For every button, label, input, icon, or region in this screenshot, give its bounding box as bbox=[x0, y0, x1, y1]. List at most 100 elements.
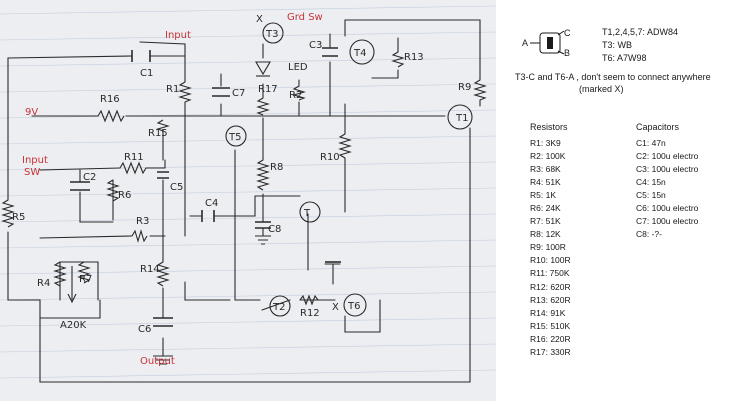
capacitor-value: C8: -?- bbox=[636, 229, 662, 240]
resistor-value: R5: 1K bbox=[530, 190, 556, 201]
transistor-t6 bbox=[343, 293, 367, 317]
capacitor-c4 bbox=[201, 210, 215, 222]
resistor-r11 bbox=[119, 161, 147, 175]
capacitors-heading: Capacitors bbox=[636, 122, 680, 132]
label-t3: T3 bbox=[265, 29, 278, 40]
wires bbox=[7, 19, 481, 383]
capacitor-value: C3: 100u electro bbox=[636, 164, 699, 175]
capacitor-value: C5: 15n bbox=[636, 190, 666, 201]
pin-b-label: B bbox=[564, 48, 570, 56]
resistor-r15 bbox=[156, 119, 170, 132]
label-input: Input bbox=[165, 30, 191, 41]
label-c4: C4 bbox=[205, 198, 218, 209]
label-c5: C5 bbox=[170, 182, 183, 193]
label-t7: T bbox=[303, 208, 311, 219]
label-c6: C6 bbox=[138, 324, 151, 335]
capacitor-symbols bbox=[70, 47, 341, 327]
label-led: LED bbox=[288, 62, 308, 73]
resistor-symbols bbox=[1, 51, 487, 306]
label-r11: R11 bbox=[124, 152, 144, 163]
label-r1: R1 bbox=[166, 84, 179, 95]
resistor-value: R9: 100R bbox=[530, 242, 566, 253]
label-c1: C1 bbox=[140, 68, 153, 79]
disconnect-note-line2: (marked X) bbox=[579, 84, 624, 94]
label-r13: R13 bbox=[404, 52, 424, 63]
resistor-r12 bbox=[299, 294, 319, 306]
component-labels: C1 C2 C3 C4 C5 C6 C7 C8 R1 R2 R3 R4 R5 R… bbox=[12, 14, 471, 335]
label-t4: T4 bbox=[353, 48, 366, 59]
label-input-sw-2: SW bbox=[24, 167, 40, 178]
transistor-t4 bbox=[349, 39, 375, 65]
label-r9: R9 bbox=[458, 82, 471, 93]
label-t6: T6 bbox=[347, 301, 360, 312]
transistor-type-1: T1,2,4,5,7: ADW84 bbox=[602, 27, 679, 37]
capacitor-c5 bbox=[157, 171, 169, 179]
resistors-heading: Resistors bbox=[530, 122, 568, 132]
resistor-r4 bbox=[53, 261, 67, 287]
resistor-value: R6: 24K bbox=[530, 203, 561, 214]
resistor-r6 bbox=[106, 179, 120, 202]
led-symbol bbox=[255, 61, 271, 77]
notes-panel: A C B T1,2,4,5,7: ADW84 T3: WB T6: A7W98… bbox=[496, 0, 750, 401]
label-c2: C2 bbox=[83, 172, 96, 183]
resistor-value: R13: 620R bbox=[530, 294, 571, 305]
label-r14: R14 bbox=[140, 264, 160, 275]
transistor-t1 bbox=[447, 104, 473, 130]
schematic-drawing: Input Grd Sw 9V Input SW Output C1 C2 C3… bbox=[0, 5, 496, 383]
label-output: Output bbox=[140, 356, 175, 367]
resistor-value: R3: 68K bbox=[530, 164, 561, 175]
label-r12: R12 bbox=[300, 308, 320, 319]
label-x-t6: X bbox=[332, 302, 339, 313]
disconnect-note-line1: T3-C and T6-A , don't seem to connect an… bbox=[515, 72, 711, 82]
capacitor-c6 bbox=[153, 317, 173, 327]
resistor-value: R2: 100K bbox=[530, 151, 566, 162]
label-r16: R16 bbox=[100, 94, 120, 105]
resistor-value: R17: 330R bbox=[530, 346, 571, 357]
resistor-r17 bbox=[256, 97, 270, 116]
resistor-r8 bbox=[256, 159, 270, 191]
resistor-r5 bbox=[1, 199, 15, 228]
label-r4: R4 bbox=[37, 278, 50, 289]
label-r7: R7 bbox=[79, 274, 92, 285]
label-t1: T1 bbox=[455, 113, 468, 124]
resistor-r3 bbox=[131, 229, 148, 243]
capacitor-c7 bbox=[212, 87, 230, 97]
label-input-sw-1: Input bbox=[22, 155, 48, 166]
resistor-r7 bbox=[77, 261, 91, 284]
label-c8: C8 bbox=[268, 224, 281, 235]
label-r2: R2 bbox=[289, 90, 302, 101]
capacitor-c1 bbox=[131, 50, 151, 62]
transistor-symbols bbox=[225, 22, 473, 317]
resistor-value: R14: 91K bbox=[530, 307, 566, 318]
resistor-value: R12: 620R bbox=[530, 281, 571, 292]
transistor-t5 bbox=[225, 125, 247, 147]
resistor-value: R1: 3K9 bbox=[530, 138, 561, 148]
ground-symbols bbox=[153, 235, 271, 365]
label-r5: R5 bbox=[12, 212, 25, 223]
label-9v: 9V bbox=[25, 107, 38, 118]
label-t2: T2 bbox=[272, 302, 285, 313]
transistor-type-3: T6: A7W98 bbox=[602, 53, 647, 63]
transistor-pinout-icon: A C B bbox=[522, 28, 571, 56]
pin-c-label: C bbox=[564, 28, 571, 38]
resistor-r2 bbox=[292, 85, 306, 101]
pin-a-label: A bbox=[522, 38, 528, 48]
resistor-r14 bbox=[156, 261, 170, 287]
resistor-value: R15: 510K bbox=[530, 320, 571, 331]
capacitor-value: C2: 100u electro bbox=[636, 151, 699, 162]
capacitor-value: C7: 100u electro bbox=[636, 216, 699, 227]
transistor-t3 bbox=[262, 22, 284, 44]
resistor-value: R16: 220R bbox=[530, 333, 571, 344]
resistor-value: R4: 51K bbox=[530, 177, 561, 188]
label-pot: A20K bbox=[60, 320, 87, 331]
resistor-r9 bbox=[473, 79, 487, 101]
label-r3: R3 bbox=[136, 216, 149, 227]
potentiometer-a20k bbox=[67, 266, 77, 304]
resistor-value: R11: 750K bbox=[530, 268, 570, 279]
label-r15: R15 bbox=[148, 128, 168, 139]
label-r8: R8 bbox=[270, 162, 283, 173]
label-r17: R17 bbox=[258, 84, 278, 95]
capacitor-c9 bbox=[255, 221, 271, 229]
